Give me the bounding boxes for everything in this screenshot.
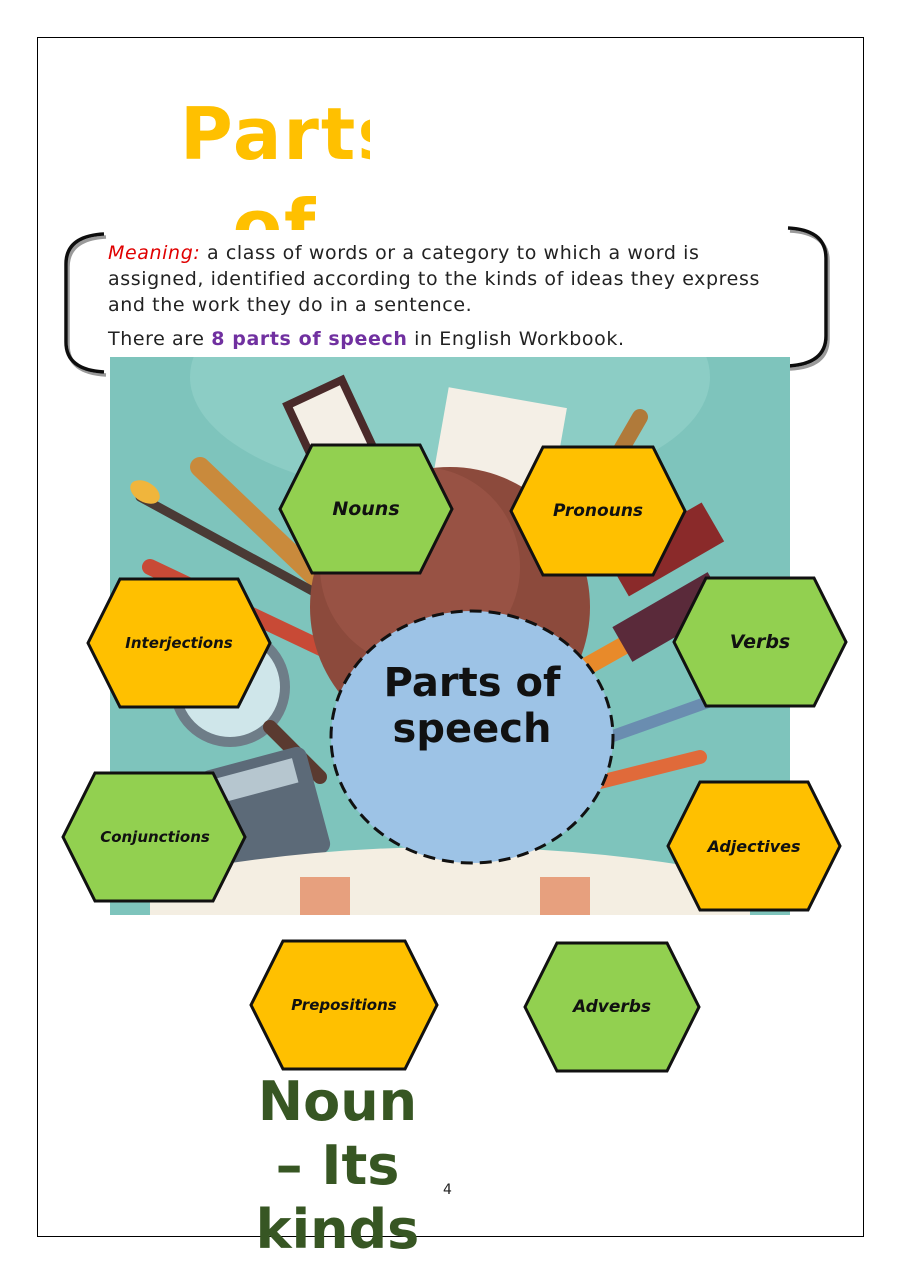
center-label: Parts of speech <box>383 660 561 752</box>
right-bracket-icon <box>787 226 828 368</box>
hexagon-label-adverbs: Adverbs <box>572 996 652 1017</box>
hexagon-adjectives <box>666 780 842 912</box>
meaning-label: Meaning: <box>108 242 201 264</box>
hexagon-label-conjunctions: Conjunctions <box>100 827 210 846</box>
hexagon-conjunctions <box>61 771 247 903</box>
count-paragraph: There are 8 parts of speech in English W… <box>108 326 788 352</box>
hexagon-label-pronouns: Pronouns <box>552 500 644 521</box>
page-title: Parts of speech <box>180 92 370 230</box>
hexagon-prepositions <box>249 939 439 1071</box>
meaning-box: Meaning: a class of words or a category … <box>108 240 788 360</box>
bracket-frame <box>64 226 828 374</box>
section-title: Noun – Its kinds <box>255 1070 420 1261</box>
hexagon-verbs <box>672 576 848 708</box>
page-number: 4 <box>443 1182 452 1198</box>
hexagon-label-verbs: Verbs <box>729 630 791 653</box>
count-highlight: 8 parts of speech <box>211 328 408 350</box>
hexagon-label-adjectives: Adjectives <box>707 836 801 856</box>
hexagon-nouns <box>278 443 454 575</box>
left-bracket-icon <box>64 232 105 374</box>
count-prefix: There are <box>108 328 212 350</box>
hexagon-label-prepositions: Prepositions <box>291 995 397 1014</box>
hexagon-label-interjections: Interjections <box>125 633 233 652</box>
center-circle <box>329 609 615 865</box>
hexagon-adverbs <box>523 941 701 1073</box>
hexagon-pronouns <box>509 445 687 577</box>
page-border <box>37 37 864 1237</box>
meaning-paragraph: Meaning: a class of words or a category … <box>108 240 788 318</box>
hexagon-label-nouns: Nouns <box>332 497 400 520</box>
count-suffix: in English Workbook. <box>407 328 625 350</box>
meaning-text: a class of words or a category to which … <box>108 242 760 316</box>
hexagon-interjections <box>86 577 272 709</box>
